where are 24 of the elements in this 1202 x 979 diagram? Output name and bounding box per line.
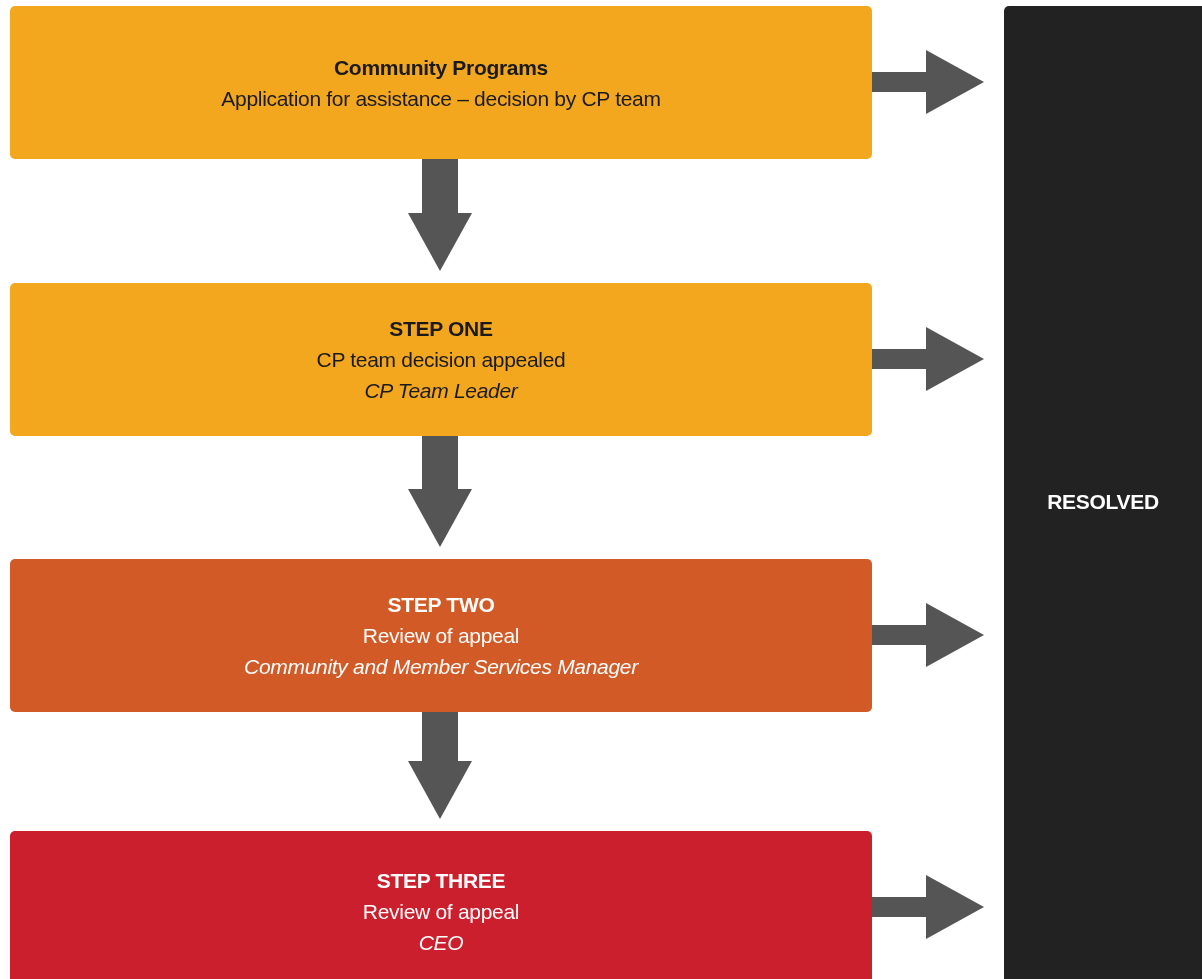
description: Application for assistance – decision by CP team (221, 85, 661, 112)
arrow (872, 875, 984, 939)
heading: STEP THREE (376, 867, 506, 894)
description: CP team decision appealed (316, 347, 566, 373)
heading: STEP ONE (389, 316, 493, 342)
arrow (408, 712, 472, 819)
arrow (872, 603, 984, 667)
heading: STEP TWO (387, 592, 495, 618)
process-box (10, 559, 872, 712)
process-box (10, 6, 872, 159)
process-box (10, 283, 872, 436)
heading: Community Programs (334, 54, 548, 81)
arrow (408, 159, 472, 271)
responsible-role: CP Team Leader (364, 378, 518, 404)
arrow (872, 327, 984, 391)
description: Review of appeal (362, 898, 520, 925)
arrow (872, 50, 984, 114)
process-box (10, 831, 872, 979)
outcome-panel (1004, 6, 1202, 979)
description: Review of appeal (362, 623, 520, 649)
arrow (408, 436, 472, 547)
outcome-label: RESOLVED (1047, 488, 1159, 515)
responsible-role: CEO (418, 929, 464, 956)
responsible-role: Community and Member Services Manager (244, 654, 638, 680)
